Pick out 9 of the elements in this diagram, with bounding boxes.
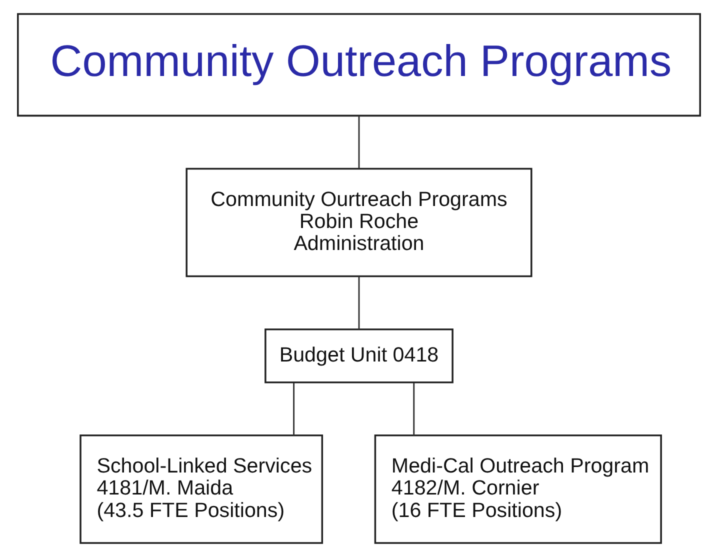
node-box: Medi-Cal Outreach Program 4182/M. Cornier (16 FTE Positions) [374,434,662,544]
connector [293,382,295,436]
node-box: Community Outreach Programs [17,13,701,117]
node-box: Budget Unit 0418 [264,328,454,384]
connector [413,382,415,436]
connector [358,116,360,168]
node-box: Community Ourtreach Programs Robin Roche Administration [186,168,532,278]
node-box: School-Linked Services 4181/M. Maida (43.5 FTE Positions) [80,434,324,544]
connector [358,276,360,330]
